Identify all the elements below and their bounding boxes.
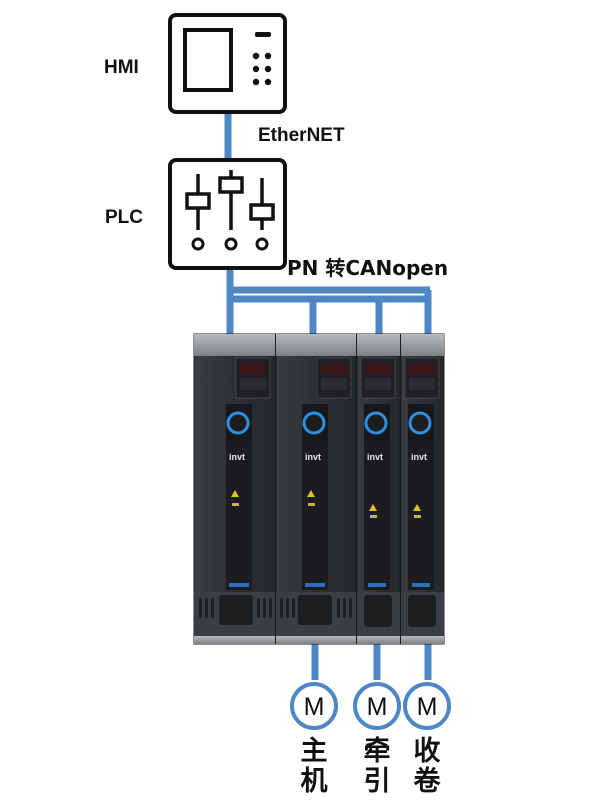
- motor-label-winding: 收卷: [413, 736, 441, 797]
- drive-brand-label: invt: [229, 452, 245, 462]
- motor-label-traction: 牵引: [363, 736, 391, 797]
- warning-icon: [413, 504, 421, 511]
- knob-icon: [302, 411, 326, 435]
- drive-module-2: invt: [275, 333, 357, 645]
- drive-module-3: invt: [356, 333, 401, 645]
- knob-icon: [364, 411, 388, 435]
- plc-icon: [168, 158, 287, 270]
- motor-icon: [353, 682, 401, 730]
- hmi-icon: [168, 13, 287, 114]
- motor-icon: [403, 682, 451, 730]
- warning-icon: [231, 490, 239, 497]
- motor-3: M: [403, 682, 451, 730]
- motor-icon: [290, 682, 338, 730]
- motor-2: M: [353, 682, 401, 730]
- motor-label-main: 主机: [300, 736, 328, 797]
- knob-icon: [408, 411, 432, 435]
- drive-module-4: invt: [400, 333, 445, 645]
- warning-icon: [369, 504, 377, 511]
- motor-1: M: [290, 682, 338, 730]
- ethernet-label: EtherNET: [258, 125, 345, 146]
- network-lines: [224, 112, 432, 680]
- drive-brand-label: invt: [411, 452, 427, 462]
- knob-icon: [226, 411, 250, 435]
- motor-symbol: M: [367, 693, 388, 721]
- motor-symbol: M: [304, 693, 325, 721]
- motor-symbol: M: [417, 693, 438, 721]
- warning-icon: [307, 490, 315, 497]
- plc-label: PLC: [105, 207, 143, 228]
- drive-module-1: invt: [193, 333, 276, 645]
- drive-brand-label: invt: [305, 452, 321, 462]
- hmi-label: HMI: [104, 57, 139, 78]
- pn-canopen-label: PN 转CANopen: [287, 256, 449, 280]
- drive-brand-label: invt: [367, 452, 383, 462]
